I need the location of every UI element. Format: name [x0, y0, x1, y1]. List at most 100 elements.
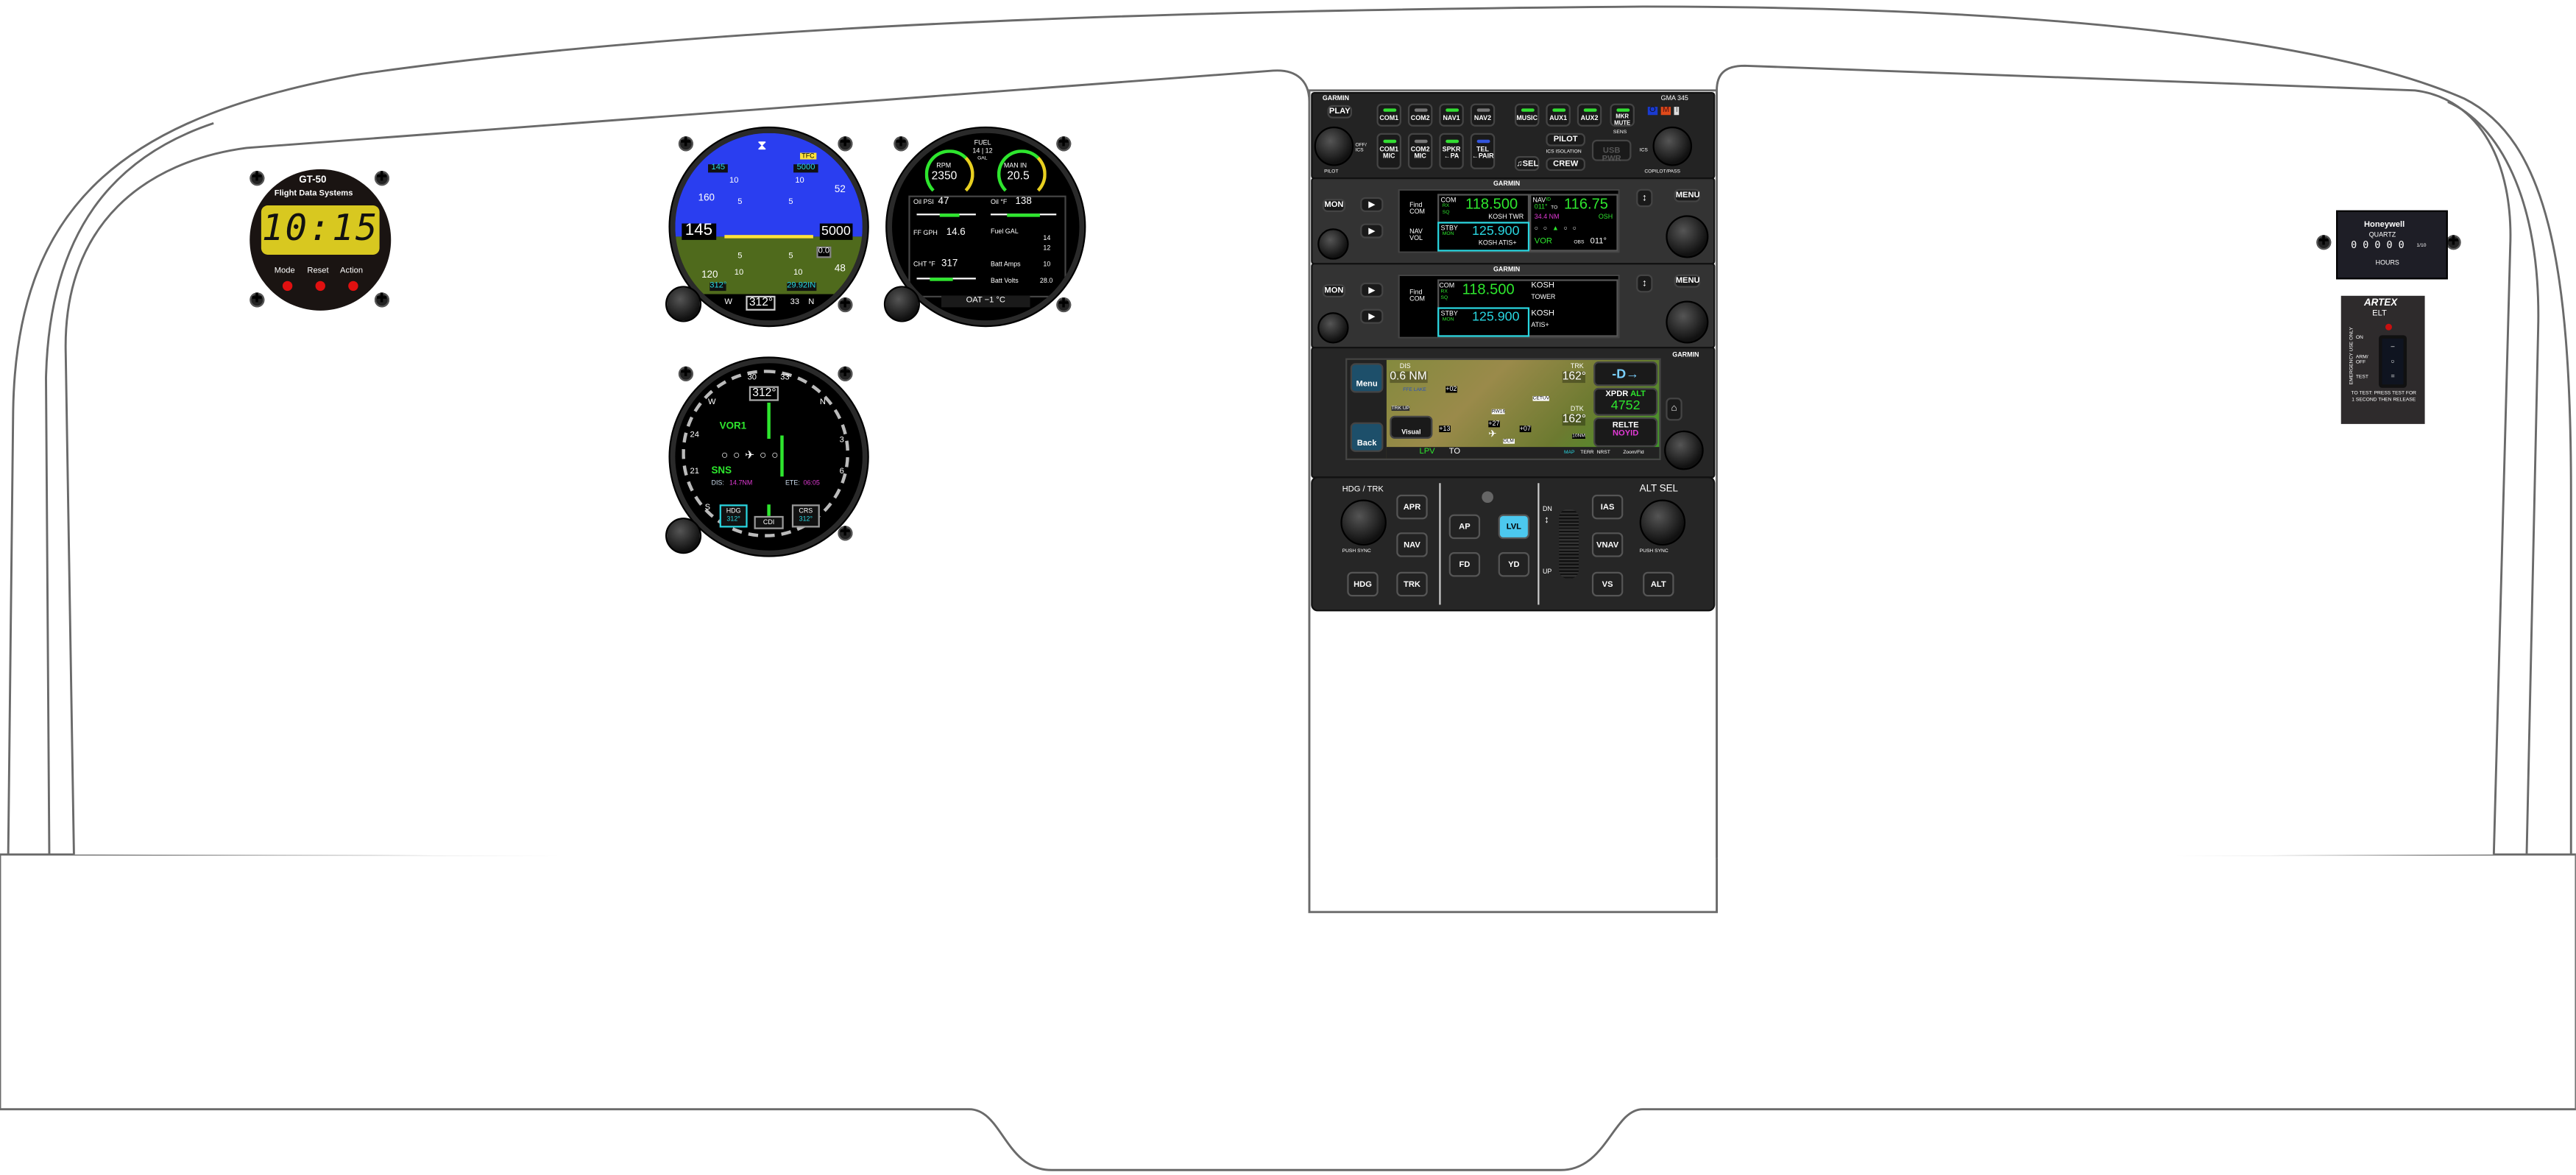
- audio-button-mkr-mute[interactable]: MKR MUTE: [1610, 103, 1635, 127]
- visual-button[interactable]: Visual: [1390, 415, 1433, 439]
- reset-button[interactable]: [315, 280, 325, 292]
- audio-button-com1[interactable]: COM1: [1376, 103, 1401, 127]
- heading-bug-readout[interactable]: 312°: [710, 280, 727, 292]
- tab-nrst[interactable]: NRST: [1596, 448, 1610, 456]
- transponder-button[interactable]: XPDR ALT 4752: [1593, 387, 1658, 416]
- play-icon[interactable]: ▶: [1360, 223, 1384, 239]
- vs-button[interactable]: VS: [1591, 571, 1624, 597]
- menu-button[interactable]: Menu: [1350, 363, 1384, 393]
- nav-button[interactable]: NAV: [1396, 532, 1428, 557]
- hdg-button[interactable]: HDG: [1347, 571, 1379, 597]
- pitch-wheel[interactable]: [1559, 509, 1579, 579]
- mon-button[interactable]: MON: [1322, 199, 1346, 212]
- action-button[interactable]: [348, 280, 358, 292]
- frequency-knob[interactable]: [1666, 300, 1709, 344]
- alt-button[interactable]: ALT: [1643, 571, 1674, 597]
- rx-label: RX: [1440, 287, 1448, 294]
- flight-plan-button[interactable]: RELTE NOYID: [1593, 417, 1658, 448]
- elt-panel: ARTEX ELT EMERGENCY USE ONLY ON ARM/ OFF…: [2340, 295, 2425, 424]
- altitude-knob[interactable]: [1639, 499, 1686, 546]
- frequency-knob[interactable]: [1666, 215, 1709, 258]
- menu-button[interactable]: MENU: [1674, 274, 1701, 288]
- pilot-volume-knob[interactable]: [1314, 126, 1354, 166]
- audio-button-spkr-pa[interactable]: SPKR ←PA: [1439, 133, 1464, 169]
- screw-icon: [2316, 233, 2332, 250]
- standby-com-box[interactable]: STBY MON 125.900: [1437, 307, 1530, 337]
- audio-button-aux2[interactable]: AUX2: [1577, 103, 1602, 127]
- panel-bottom-section: [0, 853, 2576, 1171]
- cdi-scale: ○○✈○○: [721, 450, 784, 462]
- apr-button[interactable]: APR: [1396, 494, 1428, 520]
- ap-button[interactable]: AP: [1448, 514, 1481, 540]
- airspeed-readout: 145: [682, 222, 716, 240]
- audio-button-com1-mic[interactable]: COM1 MIC: [1376, 133, 1401, 169]
- play-icon[interactable]: ▶: [1360, 308, 1384, 324]
- audio-button-music[interactable]: MUSIC: [1514, 103, 1540, 127]
- audio-button-label: COM2: [1410, 113, 1430, 122]
- nav-source: VOR1: [719, 422, 747, 433]
- gps-knob[interactable]: [1664, 430, 1704, 470]
- audio-button-com2[interactable]: COM2: [1407, 103, 1433, 127]
- trk-button[interactable]: TRK: [1396, 571, 1428, 597]
- sq-label: SQ: [1440, 294, 1448, 301]
- find-com[interactable]: Find COM: [1409, 287, 1425, 303]
- play-icon[interactable]: ▶: [1360, 197, 1384, 212]
- tab-terr[interactable]: TERR: [1580, 448, 1594, 456]
- speed-bug[interactable]: 145: [708, 163, 729, 173]
- home-icon[interactable]: ⌂: [1666, 398, 1682, 421]
- compass-label: 33: [780, 373, 790, 384]
- swap-icon[interactable]: ↕: [1636, 188, 1653, 208]
- cdi-button[interactable]: CDI: [754, 515, 784, 529]
- audio-button-aux1[interactable]: AUX1: [1546, 103, 1571, 127]
- standby-com-box[interactable]: STBY MON 125.900 KOSH ATIS+: [1437, 222, 1530, 252]
- yd-button[interactable]: YD: [1498, 551, 1530, 577]
- audio-button-nav1[interactable]: NAV1: [1439, 103, 1464, 127]
- obs-value[interactable]: 011°: [1590, 236, 1607, 247]
- tab-map[interactable]: MAP: [1563, 448, 1575, 456]
- heading-knob[interactable]: [1340, 499, 1387, 546]
- stby-label: STBY: [1440, 223, 1458, 232]
- divider: [1439, 483, 1441, 605]
- mon-button[interactable]: MON: [1322, 284, 1346, 298]
- dis-value: 14.7NM: [729, 478, 753, 487]
- play-button[interactable]: PLAY: [1327, 105, 1353, 119]
- fd-button[interactable]: FD: [1448, 551, 1481, 577]
- hsi-knob[interactable]: [665, 518, 702, 554]
- play-icon[interactable]: ▶: [1360, 282, 1384, 298]
- back-button[interactable]: Back: [1350, 422, 1384, 452]
- oat-readout: OAT −1 °C: [941, 295, 1030, 308]
- baro-setting[interactable]: 29.92IN: [787, 280, 816, 292]
- pfd-knob[interactable]: [665, 286, 702, 322]
- vnav-button[interactable]: VNAV: [1591, 532, 1624, 557]
- elt-switch[interactable]: –○=: [2379, 335, 2407, 388]
- ics-crew-button[interactable]: CREW: [1546, 158, 1585, 172]
- copilot-volume-knob[interactable]: [1652, 126, 1693, 166]
- volts-label: Batt Volts: [990, 275, 1019, 285]
- ics-pilot-button[interactable]: PILOT: [1546, 133, 1585, 147]
- middle-marker-light: M: [1660, 106, 1671, 116]
- audio-button-nav2[interactable]: NAV2: [1470, 103, 1496, 127]
- swap-icon[interactable]: ↕: [1636, 274, 1653, 293]
- mode-button[interactable]: [282, 280, 293, 292]
- indicator-led: [1616, 108, 1630, 112]
- lvl-button[interactable]: LVL: [1498, 514, 1530, 540]
- altitude-bug[interactable]: 5000: [793, 163, 818, 173]
- audio-button-com2-mic[interactable]: COM2 MIC: [1407, 133, 1433, 169]
- direct-to-button[interactable]: -D→: [1593, 361, 1658, 387]
- trk-up[interactable]: TRK UP: [1391, 404, 1410, 412]
- volume-knob[interactable]: [1317, 312, 1349, 344]
- nav-vol[interactable]: NAV VOL: [1409, 227, 1423, 242]
- ias-button[interactable]: IAS: [1591, 494, 1624, 520]
- fuel-split: 14 | 12: [972, 146, 993, 155]
- find-com[interactable]: Find COM: [1409, 200, 1425, 216]
- menu-button[interactable]: MENU: [1674, 188, 1701, 202]
- standby-frequency: 125.900: [1471, 308, 1520, 324]
- audio-button-tel-pair[interactable]: TEL ←PAIR: [1470, 133, 1496, 169]
- engine-knob[interactable]: [883, 286, 920, 322]
- music-select-button[interactable]: ♫SEL: [1514, 156, 1540, 172]
- up-label: UP: [1542, 567, 1552, 576]
- volume-knob[interactable]: [1317, 228, 1349, 260]
